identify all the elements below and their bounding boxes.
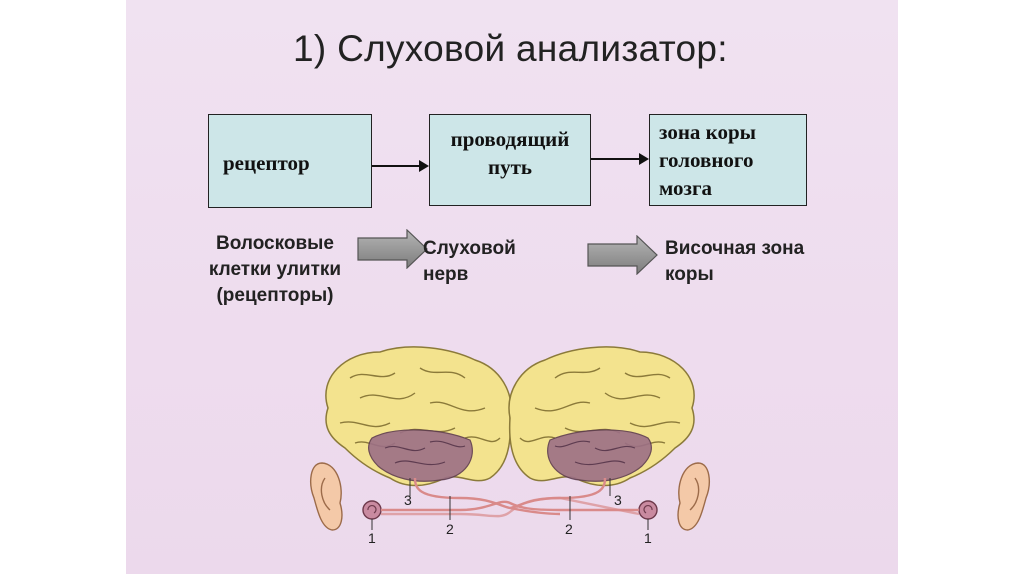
hair-cells-caption: Волосковые клетки улитки (рецепторы) (190, 231, 360, 309)
auditory-nerve-paths (381, 477, 640, 518)
hair-cells-line2: клетки улитки (208, 259, 342, 280)
right-label-3: 3 (614, 492, 622, 508)
left-label-3: 3 (404, 492, 412, 508)
right-brain (508, 346, 710, 531)
nerve-line2: нерв (423, 264, 469, 285)
hair-cells-line3: (рецепторы) (216, 285, 334, 306)
auditory-pathway-illustration: 1 2 3 1 2 3 (310, 346, 710, 546)
receptor-label: рецептор (223, 151, 310, 175)
slide-background (126, 0, 898, 574)
slide-title: 1) Слуховой анализатор: (293, 28, 728, 69)
gray-arrow-2 (587, 235, 658, 275)
gray-arrow-1 (357, 229, 428, 269)
left-brain (310, 346, 512, 531)
nerve-line1: Слуховой (423, 238, 516, 259)
right-label-2: 2 (565, 521, 573, 537)
pathway-label-line2: путь (487, 155, 533, 179)
cortex-label: зона коры головного мозга (650, 115, 806, 202)
cortex-label-line3: мозга (659, 176, 713, 200)
left-label-1: 1 (368, 530, 376, 546)
arrow-receptor-to-pathway (372, 160, 429, 172)
temporal-line2: коры (665, 264, 714, 285)
pathway-label-line1: проводящий (450, 127, 570, 151)
auditory-nerve-caption: Слуховой нерв (423, 236, 516, 288)
cortex-label-line1: зона коры (659, 120, 757, 144)
cortex-label-line2: головного (659, 148, 754, 172)
left-label-2: 2 (446, 521, 454, 537)
cortex-box: зона коры головного мозга (649, 114, 807, 206)
pathway-box: проводящий путь (429, 114, 591, 206)
arrow-pathway-to-cortex (591, 153, 649, 165)
receptor-box: рецептор (208, 114, 372, 208)
pathway-label: проводящий путь (430, 115, 590, 181)
temporal-line1: Височная зона (665, 238, 805, 259)
right-label-1: 1 (644, 530, 652, 546)
hair-cells-line1: Волосковые (216, 233, 334, 254)
leader-lines (371, 478, 649, 530)
temporal-zone-caption: Височная зона коры (665, 236, 804, 288)
